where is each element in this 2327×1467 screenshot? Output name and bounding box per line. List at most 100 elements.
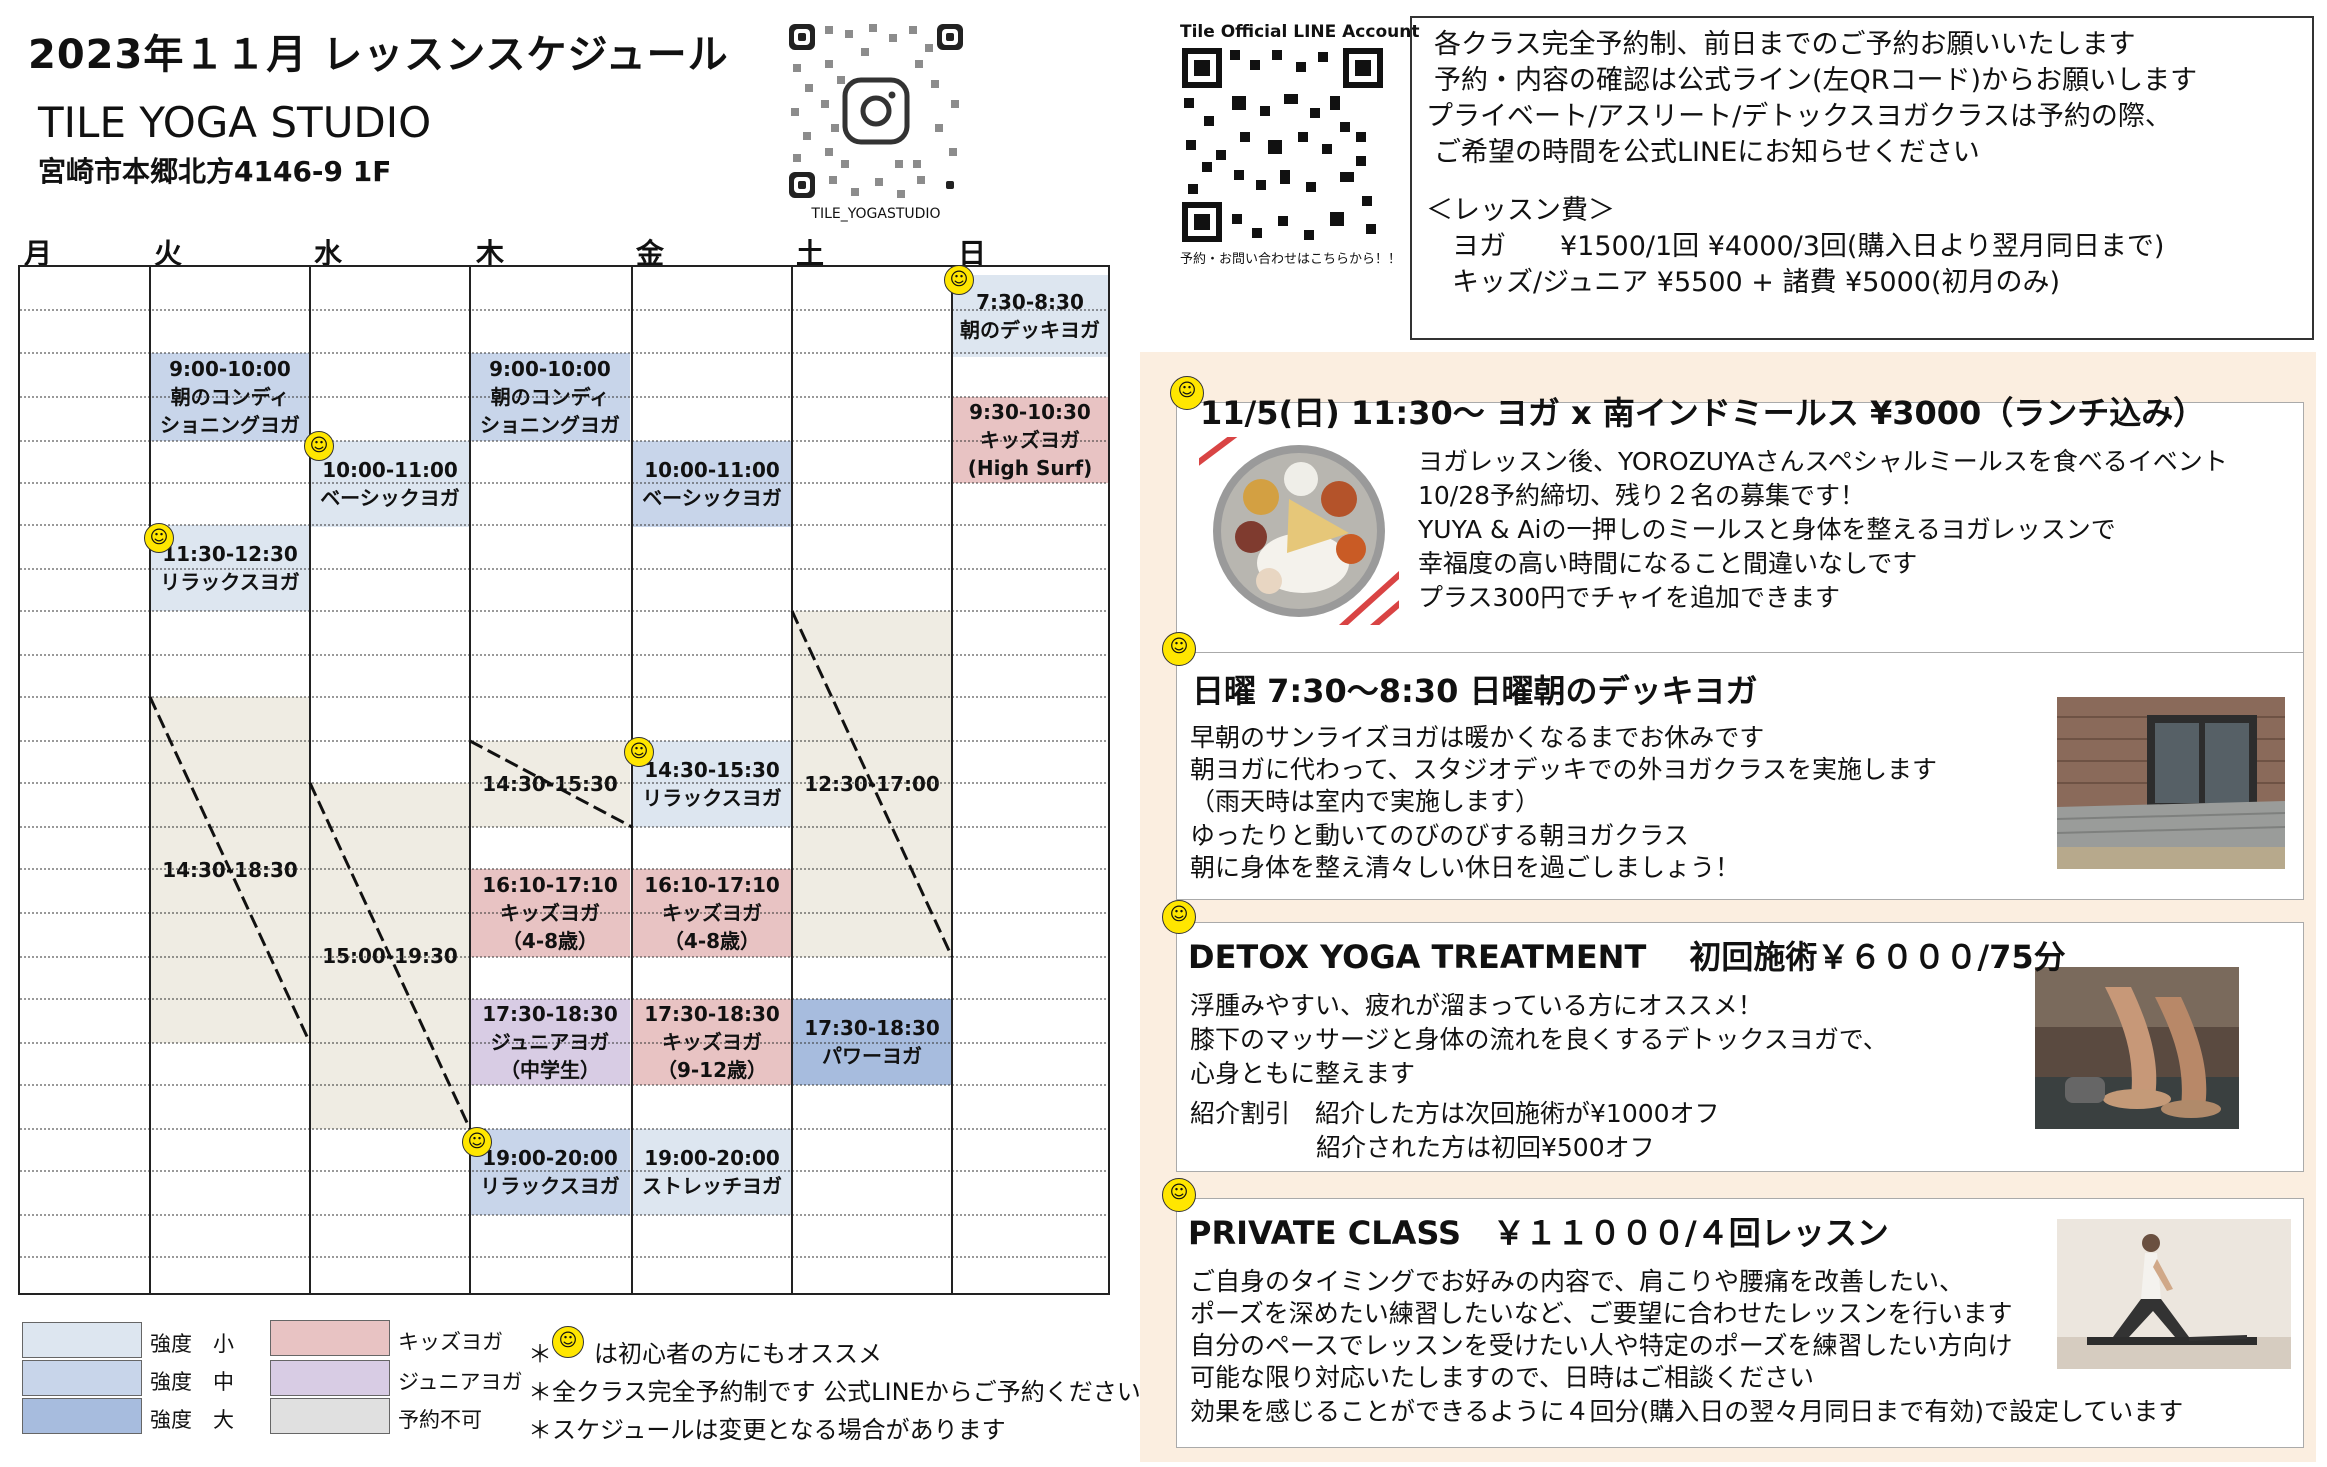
beginner-smiley-icon: ☺ bbox=[624, 737, 654, 767]
event-card-private bbox=[1176, 1198, 2304, 1448]
closed-sat: 12:30-17:00 bbox=[792, 611, 952, 957]
line-qr-code[interactable] bbox=[1180, 46, 1385, 244]
lesson-time: 17:30-18:30 bbox=[644, 1002, 780, 1026]
day-header-thu: 木 bbox=[476, 237, 505, 270]
beginner-smiley-icon: ☺ bbox=[1170, 376, 1204, 410]
event-title: DETOX YOGA TREATMENT 初回施術￥６０００/75分 bbox=[1188, 938, 2066, 976]
lesson-name: パワーヨガ bbox=[822, 1044, 922, 1068]
legend-label-light: 強度 小 bbox=[150, 1332, 234, 1356]
lesson-name: ジュニアヨガ bbox=[490, 1030, 610, 1054]
legend-label-kids: キッズヨガ bbox=[398, 1330, 503, 1354]
line-qr-caption: 予約・お問い合わせはこちらから！！ bbox=[1180, 252, 1402, 267]
lesson-wed-basic[interactable]: 10:00-11:00 ベーシックヨガ bbox=[310, 441, 470, 527]
instagram-caption: TILE_YOGASTUDIO bbox=[811, 206, 941, 222]
lesson-name: ストレッチヨガ bbox=[642, 1174, 782, 1198]
deck-photo bbox=[2056, 697, 2286, 869]
lesson-time: 19:00-20:00 bbox=[482, 1146, 618, 1170]
closed-time: 12:30-17:00 bbox=[804, 772, 940, 796]
event-card-meals bbox=[1176, 402, 2304, 680]
day-header-wed: 水 bbox=[314, 237, 343, 270]
legend-swatch-mid bbox=[22, 1360, 142, 1396]
line-qr-title: Tile Official LINE Account bbox=[1180, 22, 1420, 42]
event-line: 早朝のサンライズヨガは暖かくなるまでお休みです bbox=[1190, 723, 1765, 752]
info-line: ご希望の時間を公式LINEにお知らせください bbox=[1434, 137, 1980, 168]
event-title: 日曜 7:30〜8:30 日曜朝のデッキヨガ bbox=[1192, 672, 1758, 710]
legend-label-strong: 強度 大 bbox=[150, 1408, 234, 1432]
legend-swatch-strong bbox=[22, 1398, 142, 1434]
event-line: 10/28予約締切、残り２名の募集です！ bbox=[1418, 481, 1866, 510]
schedule-grid: 7:30-8:30 朝のデッキヨガ 9:00-10:00 朝のコンディ ショニン… bbox=[18, 265, 1110, 1295]
lesson-sun-kids[interactable]: 9:30-10:30 キッズヨガ (High Surf) bbox=[952, 397, 1108, 483]
detox-photo bbox=[2035, 967, 2239, 1129]
studio-name: TILE YOGA STUDIO bbox=[38, 98, 432, 147]
lesson-name: ベーシックヨガ bbox=[642, 486, 782, 510]
beginner-smiley-icon: ☺ bbox=[304, 431, 334, 461]
event-line: 膝下のマッサージと身体の流れを良くするデトックスヨガで、 bbox=[1190, 1025, 1888, 1054]
beginner-smiley-icon: ☺ bbox=[944, 265, 974, 295]
info-box: 各クラス完全予約制、前日までのご予約お願いいたします 予約・内容の確認は公式ライ… bbox=[1410, 16, 2314, 340]
lesson-fri-kids[interactable]: 16:10-17:10 キッズヨガ （4-8歳） bbox=[632, 869, 792, 957]
lesson-name: 朝のコンディ bbox=[490, 385, 610, 409]
lesson-name: リラックスヨガ bbox=[642, 786, 782, 810]
lesson-name: ショニングヨガ bbox=[480, 413, 620, 437]
event-line: ポーズを深めたい練習したいなど、ご要望に合わせたレッスンを行います bbox=[1190, 1299, 2013, 1328]
instagram-qr-code[interactable] bbox=[785, 20, 967, 202]
lesson-name: 朝のデッキヨガ bbox=[960, 318, 1100, 342]
day-header-sun: 日 bbox=[958, 237, 987, 270]
note-reserve: ＊全クラス完全予約制です 公式LINEからご予約ください bbox=[528, 1378, 1141, 1406]
beginner-smiley-icon: ☺ bbox=[552, 1326, 584, 1358]
event-line: 紹介割引 紹介した方は次回施術が¥1000オフ bbox=[1190, 1099, 1720, 1128]
lesson-time: 10:00-11:00 bbox=[322, 458, 458, 482]
lesson-time: 16:10-17:10 bbox=[482, 873, 618, 897]
lesson-fri-relax[interactable]: 14:30-15:30 リラックスヨガ bbox=[632, 741, 792, 827]
lesson-note: (High Surf) bbox=[967, 456, 1093, 480]
studio-address: 宮崎市本郷北方4146-9 1F bbox=[38, 155, 392, 188]
legend-swatch-light bbox=[22, 1322, 142, 1358]
event-card-deck-yoga bbox=[1176, 652, 2304, 900]
event-line: 浮腫みやすい、疲れが溜まっている方にオススメ！ bbox=[1190, 991, 1763, 1020]
meals-photo bbox=[1177, 414, 1422, 650]
event-card-detox bbox=[1176, 922, 2304, 1172]
lesson-sat-power[interactable]: 17:30-18:30 パワーヨガ bbox=[792, 999, 952, 1085]
fee-title: ＜レッスン費＞ bbox=[1426, 195, 1615, 226]
lesson-sun-morning[interactable]: 7:30-8:30 朝のデッキヨガ bbox=[952, 275, 1108, 357]
closed-time: 15:00-19:30 bbox=[322, 944, 458, 968]
lesson-thu-condition[interactable]: 9:00-10:00 朝のコンディ ショニングヨガ bbox=[470, 353, 630, 441]
event-line: 紹介された方は初回¥500オフ bbox=[1316, 1133, 1655, 1162]
event-line: プラス300円でチャイを追加できます bbox=[1418, 583, 1840, 612]
info-line: 予約・内容の確認は公式ライン(左QRコード)からお願いします bbox=[1434, 65, 2198, 96]
lesson-thu-junior[interactable]: 17:30-18:30 ジュニアヨガ （中学生） bbox=[470, 999, 630, 1085]
lesson-age: （4-8歳） bbox=[663, 929, 761, 953]
lesson-name: キッズヨガ bbox=[662, 1030, 762, 1054]
events-panel: ☺ 11/5(日) 11:30〜 ヨガ x 南インドミールス ¥3000（ランチ… bbox=[1140, 352, 2316, 1462]
beginner-smiley-icon: ☺ bbox=[1162, 1178, 1196, 1212]
beginner-smiley-icon: ☺ bbox=[1162, 632, 1196, 666]
lesson-tue-condition[interactable]: 9:00-10:00 朝のコンディ ショニングヨガ bbox=[150, 353, 310, 441]
info-line: プライベート/アスリート/デトックスヨガクラスは予約の際、 bbox=[1426, 101, 2172, 132]
event-line: （雨天時は室内で実施します） bbox=[1190, 787, 1541, 816]
lesson-fri-stretch[interactable]: 19:00-20:00 ストレッチヨガ bbox=[632, 1129, 792, 1215]
legend-swatch-kids bbox=[270, 1320, 390, 1356]
lesson-thu-kids[interactable]: 16:10-17:10 キッズヨガ （4-8歳） bbox=[470, 869, 630, 957]
event-line: ご自身のタイミングでお好みの内容で、肩こりや腰痛を改善したい、 bbox=[1190, 1267, 1965, 1296]
day-header-sat: 土 bbox=[796, 237, 825, 270]
lesson-fri-basic[interactable]: 10:00-11:00 ベーシックヨガ bbox=[632, 441, 792, 527]
lesson-tue-relax[interactable]: 11:30-12:30 リラックスヨガ bbox=[150, 525, 310, 611]
legend-swatch-junior bbox=[270, 1360, 390, 1396]
lesson-fri-kids2[interactable]: 17:30-18:30 キッズヨガ （9-12歳） bbox=[632, 999, 792, 1085]
closed-wed: 15:00-19:30 bbox=[310, 783, 470, 1129]
lesson-thu-relax[interactable]: 19:00-20:00 リラックスヨガ bbox=[470, 1129, 630, 1215]
qr-pattern-icon bbox=[1180, 46, 1385, 244]
lesson-age: （9-12歳） bbox=[656, 1058, 768, 1082]
lesson-time: 14:30-15:30 bbox=[644, 758, 780, 782]
lesson-name: キッズヨガ bbox=[980, 428, 1080, 452]
lesson-name: リラックスヨガ bbox=[480, 1174, 620, 1198]
lesson-name: リラックスヨガ bbox=[160, 570, 300, 594]
event-line: ヨガレッスン後、YOROZUYAさんスペシャルミールスを食べるイベント bbox=[1418, 447, 2228, 476]
beginner-smiley-icon: ☺ bbox=[144, 523, 174, 553]
lesson-name: キッズヨガ bbox=[500, 901, 600, 925]
event-line: ゆったりと動いてのびのびする朝ヨガクラス bbox=[1190, 821, 1689, 850]
fee-line: キッズ/ジュニア ¥5500 + 諸費 ¥5000(初月のみ) bbox=[1452, 267, 2061, 298]
legend-label-mid: 強度 中 bbox=[150, 1370, 234, 1394]
note-change: ＊スケジュールは変更となる場合があります bbox=[528, 1416, 1006, 1444]
